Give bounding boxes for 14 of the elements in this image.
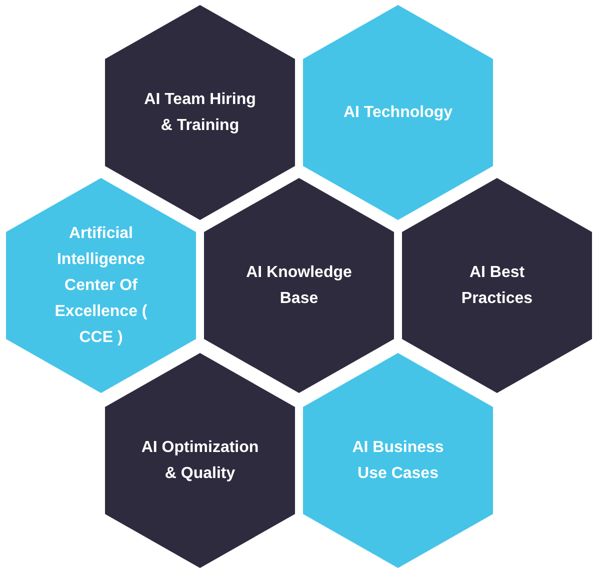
hexagon-shape xyxy=(303,5,493,220)
hexagon-shape xyxy=(204,178,394,393)
hexagon-label: AI Knowledge Base xyxy=(245,262,353,308)
hexagon-shape xyxy=(105,5,295,220)
hexagon-label: AI Team Hiring & Training xyxy=(143,90,257,136)
hexagon-shape xyxy=(303,353,493,568)
hexagon-shape xyxy=(402,178,592,393)
hexagon-label: AI Optimization & Quality xyxy=(140,438,260,484)
hexagon-label: AI Best Practices xyxy=(460,262,534,308)
hexagon-label: Artificial Intelligence Center Of Excellence ( CCE ) xyxy=(54,224,148,348)
hexagon-label: AI Technology xyxy=(342,102,454,122)
hexagon-shape xyxy=(105,353,295,568)
hexagon-shape xyxy=(6,178,196,393)
hexagon-label: AI Business Use Cases xyxy=(351,438,445,484)
